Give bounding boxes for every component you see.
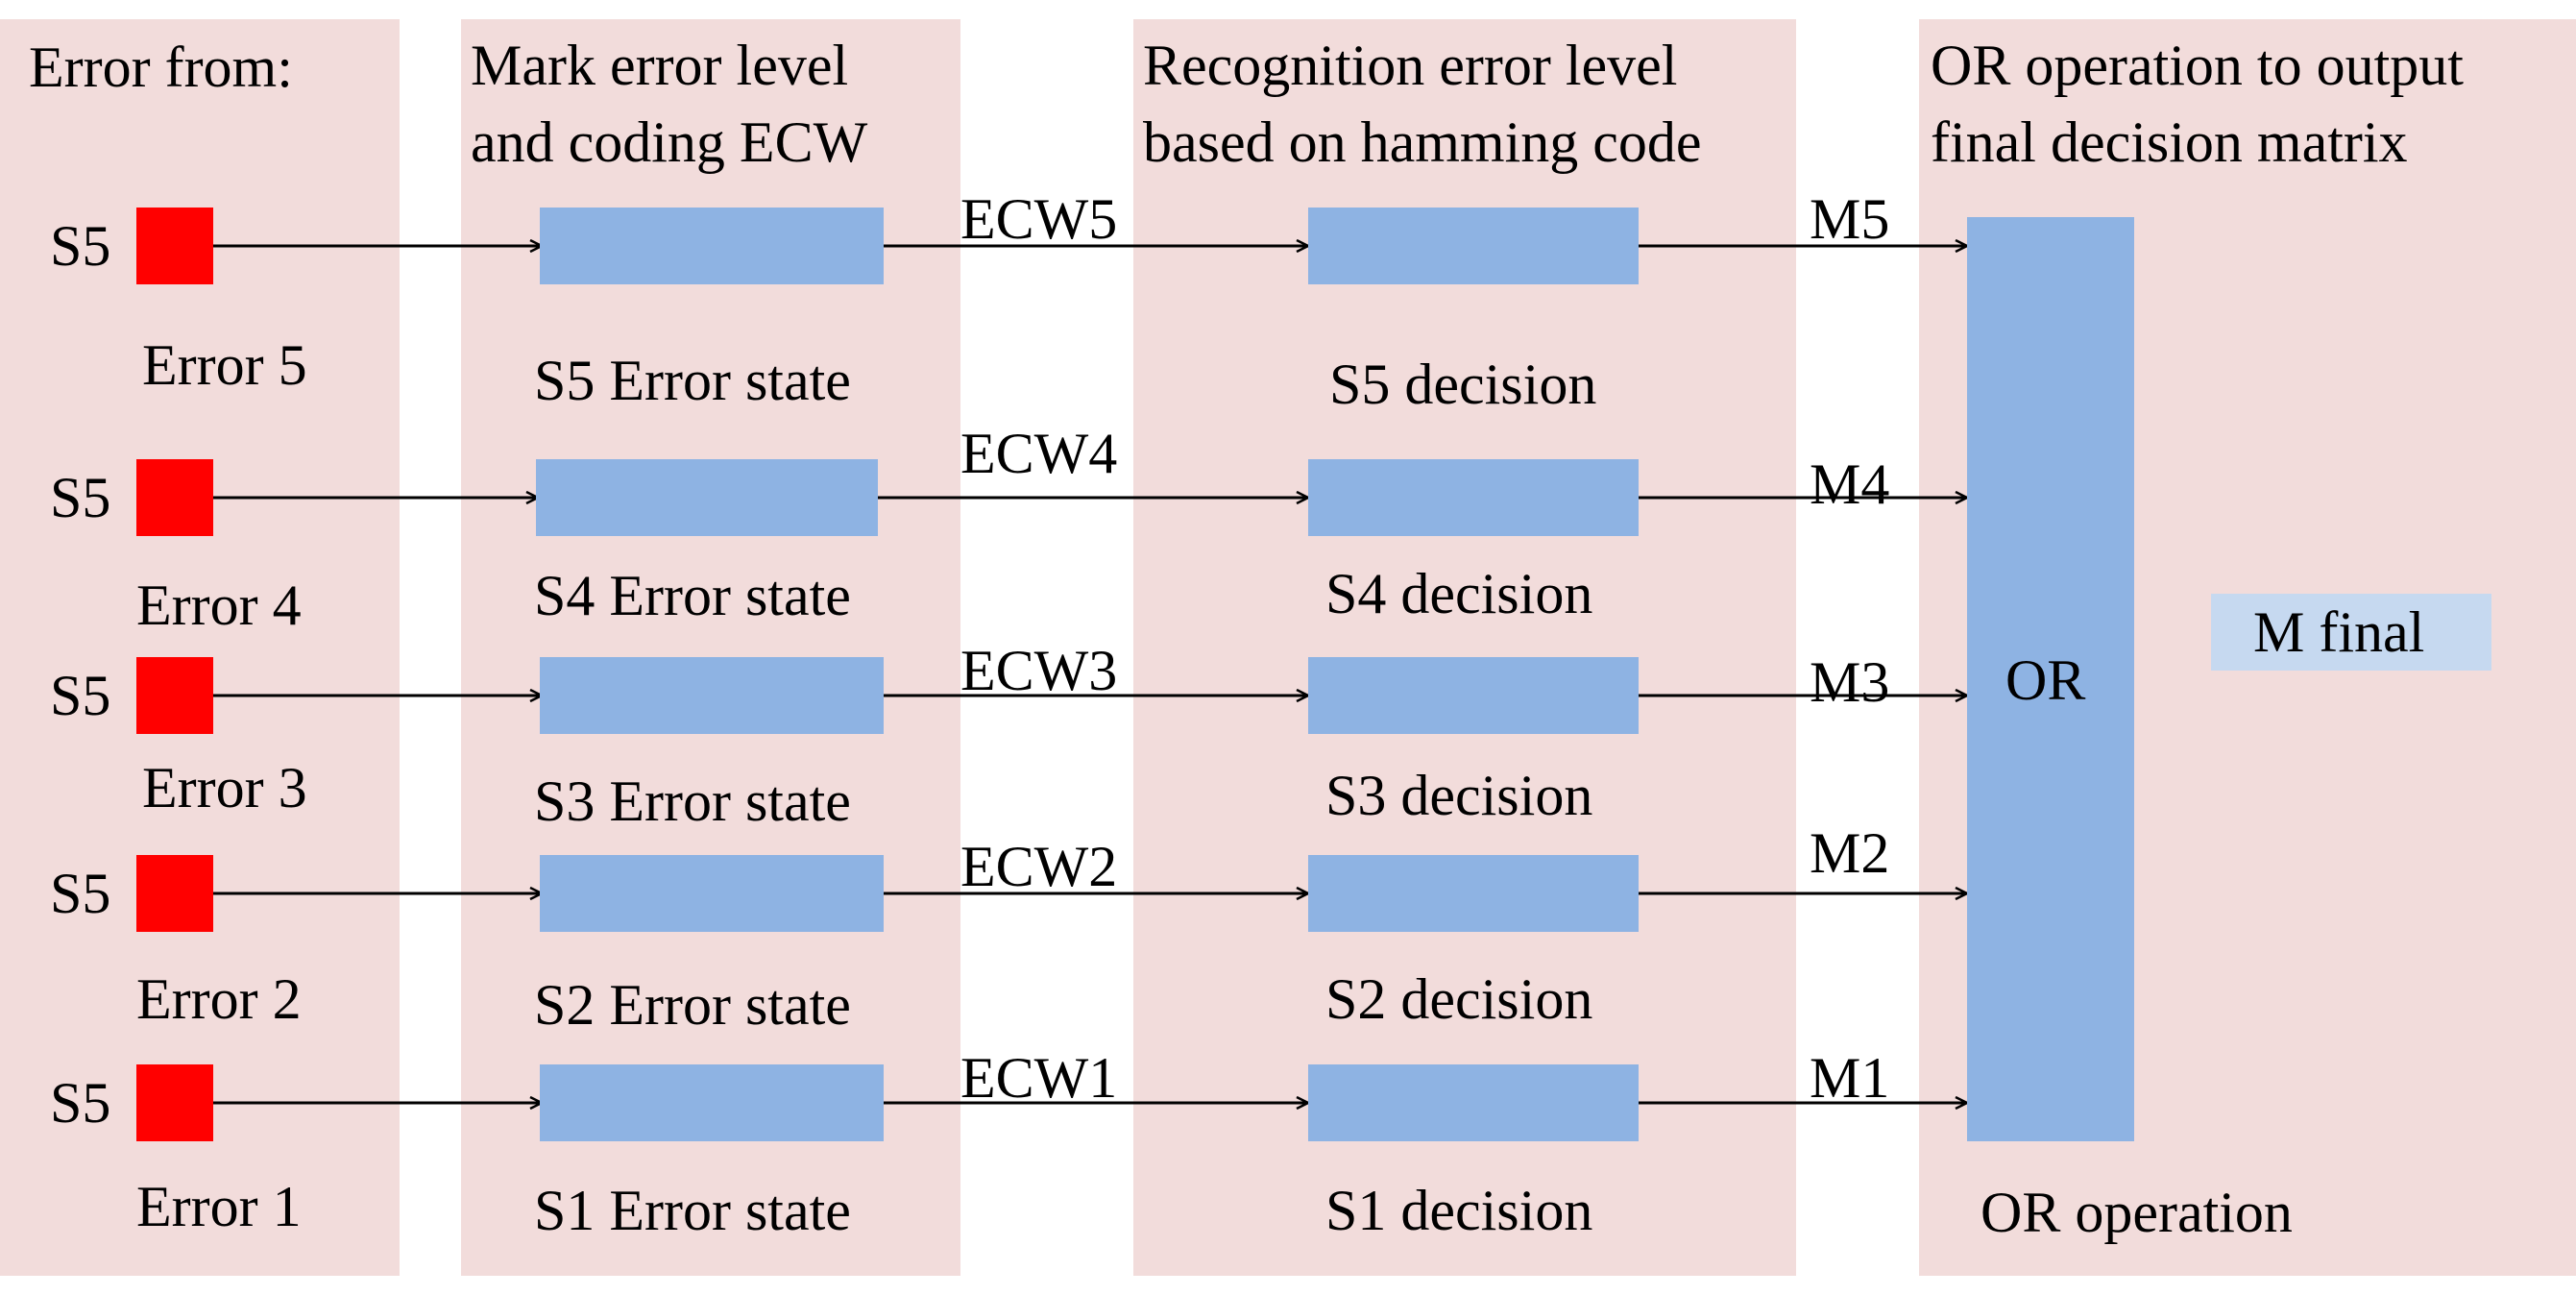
header-error-from: Error from:: [29, 36, 293, 99]
decision-label-3: S3 decision: [1325, 764, 1593, 827]
m-final-box: [2211, 594, 2491, 671]
decision-label-5: S5 decision: [1329, 353, 1597, 416]
decision-block-4: [1308, 459, 1639, 536]
decision-label-1: S1 decision: [1325, 1179, 1593, 1242]
error-state-block-1: [540, 1064, 884, 1141]
header-or-line1: OR operation to output: [1931, 34, 2464, 97]
decision-label-4: S4 decision: [1325, 562, 1593, 625]
source-label-3: S5: [50, 664, 111, 727]
m-label-3: M3: [1810, 650, 1890, 714]
error-state-block-5: [540, 208, 884, 284]
header-mark-line1: Mark error level: [471, 34, 849, 97]
ecw-label-3: ECW3: [960, 639, 1118, 702]
source-label-5: S5: [50, 214, 111, 278]
source-label-1: S5: [50, 1071, 111, 1135]
error-state-label-1: S1 Error state: [534, 1179, 851, 1242]
error-label-4: Error 4: [136, 574, 302, 637]
error-label-3: Error 3: [142, 756, 307, 819]
or-block: [1967, 217, 2134, 1141]
m-label-4: M4: [1810, 452, 1890, 516]
ecw-label-1: ECW1: [960, 1046, 1118, 1110]
error-label-5: Error 5: [142, 333, 307, 397]
error-label-2: Error 2: [136, 967, 302, 1031]
error-marker-2: [136, 855, 213, 932]
decision-block-5: [1308, 208, 1639, 284]
error-state-block-2: [540, 855, 884, 932]
ecw-label-2: ECW2: [960, 835, 1118, 898]
m-label-5: M5: [1810, 187, 1890, 251]
ecw-label-5: ECW5: [960, 187, 1118, 251]
error-state-label-4: S4 Error state: [534, 564, 851, 627]
decision-block-1: [1308, 1064, 1639, 1141]
or-operation-caption: OR operation: [1981, 1181, 2293, 1244]
m-label-1: M1: [1810, 1046, 1890, 1110]
error-marker-1: [136, 1064, 213, 1141]
source-label-4: S5: [50, 466, 111, 529]
m-label-2: M2: [1810, 821, 1890, 885]
error-state-block-4: [536, 459, 878, 536]
error-marker-4: [136, 459, 213, 536]
header-recog-line1: Recognition error level: [1143, 34, 1678, 97]
decision-label-2: S2 decision: [1325, 967, 1593, 1031]
header-recog-line2: based on hamming code: [1143, 110, 1702, 174]
header-mark-line2: and coding ECW: [471, 110, 868, 174]
error-state-label-3: S3 Error state: [534, 770, 851, 833]
error-marker-5: [136, 208, 213, 284]
error-state-label-5: S5 Error state: [534, 349, 851, 412]
error-state-label-2: S2 Error state: [534, 973, 851, 1037]
or-block-label: OR: [2005, 648, 2086, 712]
decision-block-3: [1308, 657, 1639, 734]
m-final-label: M final: [2253, 600, 2425, 664]
error-label-1: Error 1: [136, 1175, 302, 1238]
ecw-label-4: ECW4: [960, 422, 1118, 485]
error-state-block-3: [540, 657, 884, 734]
header-or-line2: final decision matrix: [1931, 110, 2408, 174]
error-marker-3: [136, 657, 213, 734]
decision-block-2: [1308, 855, 1639, 932]
source-label-2: S5: [50, 862, 111, 925]
